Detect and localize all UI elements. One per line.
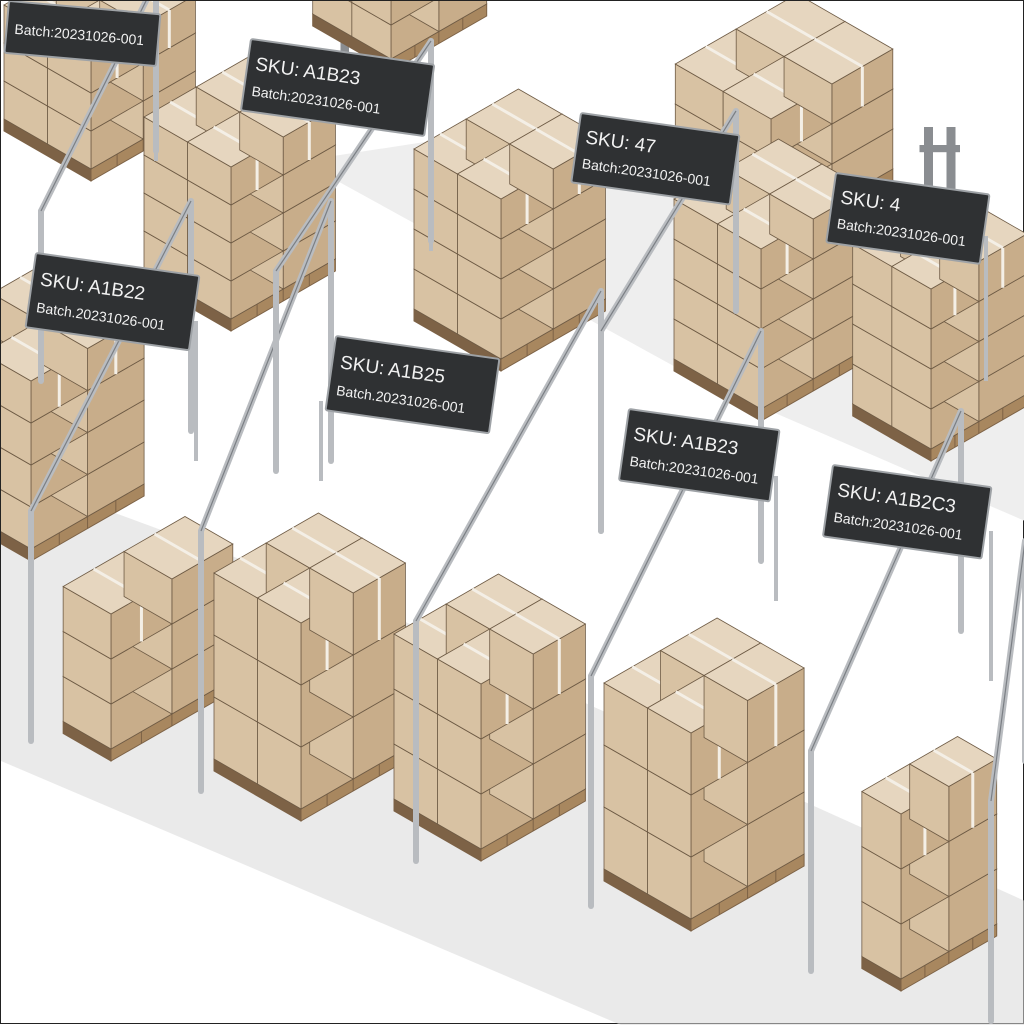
box: [703, 642, 805, 764]
pallet-stack: [143, 56, 337, 332]
forklift-mast: [946, 127, 956, 208]
box-side-face: [351, 1, 392, 26]
sign-background: [822, 464, 993, 560]
rail-bar-edge: [415, 290, 602, 622]
sign-background: [570, 112, 741, 206]
box-tape: [491, 102, 537, 131]
rail-bar-edge: [590, 330, 762, 677]
pallet-stack: [413, 88, 607, 372]
box-side-face: [348, 1, 353, 4]
rail-bar-edge: [200, 200, 332, 532]
pallet-stack: [213, 512, 407, 822]
box-tape: [688, 632, 734, 661]
sign-background: [240, 38, 435, 137]
rail-bar-edge: [30, 200, 192, 512]
pallet-stack: [673, 138, 867, 422]
box-tape: [535, 127, 581, 156]
forklift-mast: [924, 127, 933, 208]
box-tape: [932, 748, 974, 775]
box-tape: [335, 551, 381, 580]
box: [488, 598, 587, 710]
box-tape: [813, 37, 864, 68]
box: [908, 736, 998, 843]
guard-rail: [988, 538, 1024, 1024]
box: [351, 1, 434, 26]
rail-bar-edge: [810, 410, 962, 752]
box: [308, 537, 407, 656]
box: [783, 21, 894, 125]
sign-background: [618, 408, 781, 503]
sign-background: [24, 252, 201, 351]
pallet-stack: [393, 573, 587, 862]
guard-rail: [28, 198, 194, 744]
sign-background: [3, 1, 162, 67]
sign-background: [324, 335, 501, 434]
rail-bar-edge: [990, 544, 1024, 802]
box-tape: [751, 152, 797, 181]
pallet-stack: [603, 617, 805, 932]
box-tape: [731, 657, 777, 686]
box-tape: [515, 612, 561, 641]
box-tape: [153, 532, 204, 563]
pallet-stack: [861, 736, 998, 992]
box-tape: [291, 526, 337, 555]
forklift-crossbar: [919, 145, 960, 153]
sign-background: [825, 172, 991, 265]
sign-panel: Batch:20231026-001: [3, 1, 162, 67]
box-tape: [765, 10, 816, 41]
sign-top-left: Batch:20231026-001: [3, 1, 162, 161]
guard-rail: [198, 198, 334, 794]
box-tape: [150, 1, 171, 12]
box-tape: [471, 587, 517, 616]
